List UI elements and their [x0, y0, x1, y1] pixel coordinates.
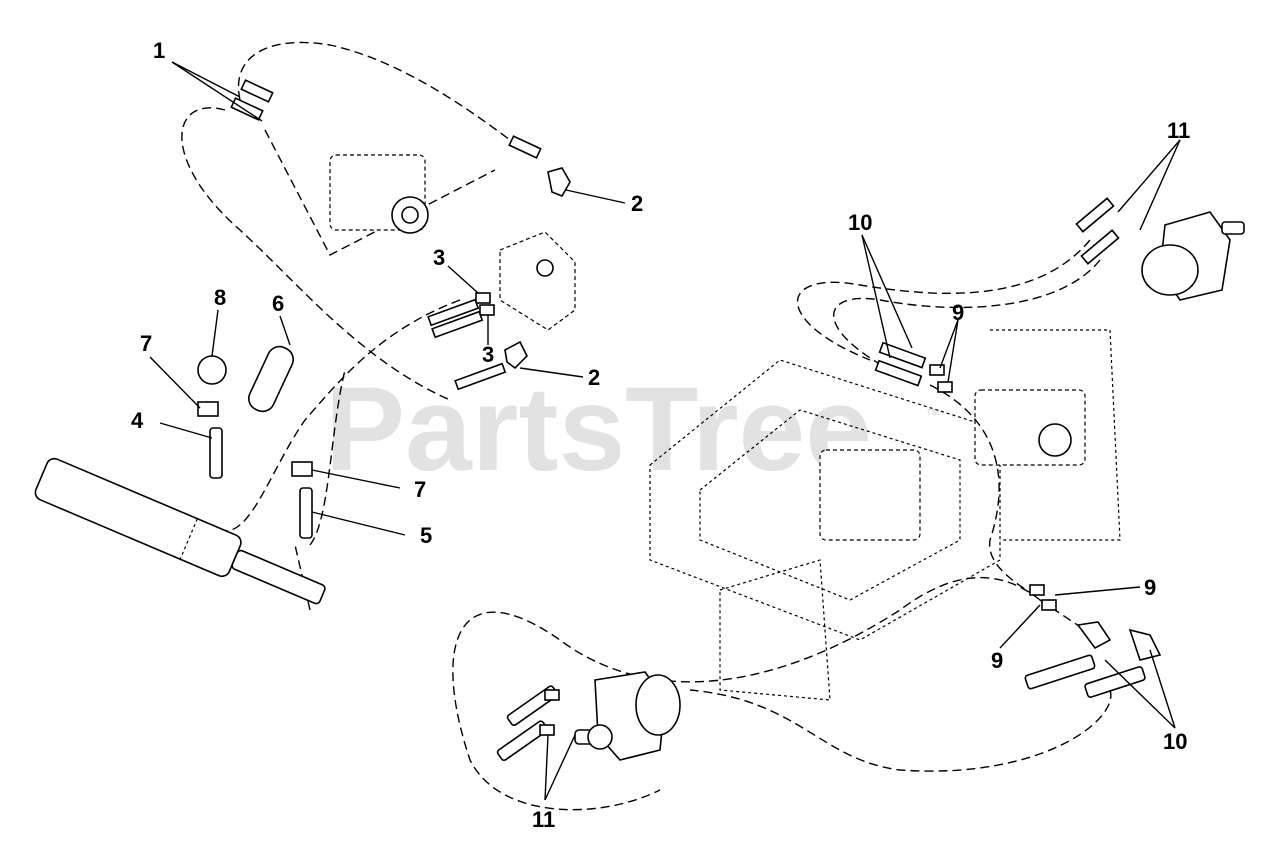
callout-9-upper: 9: [952, 300, 964, 325]
callout-7-right: 7: [414, 477, 426, 502]
valve-block: [499, 231, 576, 331]
callout-1: 1: [153, 38, 165, 63]
hose-end-10-b: [874, 359, 923, 387]
fitting-9-a: [929, 364, 945, 376]
hose-end-mid-2: [431, 310, 484, 339]
machine-frame: [649, 329, 1121, 701]
adapter-upper: [475, 292, 491, 304]
hose-end-lower: [230, 97, 264, 121]
callout-8: 8: [214, 285, 226, 310]
callout-7-left: 7: [140, 331, 152, 356]
adapter-lower: [479, 304, 495, 316]
callout-5: 5: [420, 523, 432, 548]
fitting-11-b: [539, 724, 555, 736]
upper-right-hose-assembly: [796, 197, 1245, 601]
hose-end-mid-1: [427, 298, 480, 327]
hose-end-10-d: [1084, 666, 1146, 698]
callout-10-lower: 10: [1163, 729, 1187, 754]
elbow-fitting-middle: [504, 340, 528, 370]
elbow-10-b: [1128, 628, 1162, 661]
watermark-trademark: ™: [925, 407, 941, 424]
watermark-text: PartsTree: [325, 362, 872, 496]
hose-end-upper: [240, 79, 274, 103]
fitting-9-b: [937, 381, 953, 393]
hydraulic-cylinder: [34, 457, 326, 605]
callout-11-upper: 11: [1167, 118, 1190, 143]
callout-2-top: 2: [631, 191, 643, 216]
fitting-11-a: [544, 689, 560, 701]
callout-3-lower: 3: [482, 342, 494, 367]
hose-4: [209, 427, 223, 479]
elbow-fitting-top: [547, 167, 571, 198]
hose-end-mid-3: [454, 362, 507, 391]
pump-body: [329, 154, 429, 234]
callout-3-upper: 3: [433, 245, 445, 270]
elbow-10-a: [1076, 621, 1112, 650]
callout-9-right: 9: [1144, 575, 1156, 600]
frame-pump-rear: [974, 389, 1086, 466]
fitting-7-left: [197, 401, 219, 417]
hose-end-right: [508, 135, 542, 159]
fitting-9-c: [1029, 584, 1045, 596]
callout-9-lower: 9: [991, 648, 1003, 673]
leader-lines: [149, 61, 1181, 801]
fitting-9-d: [1041, 599, 1057, 611]
hose-end-11-b: [1080, 229, 1120, 265]
callout-6: 6: [272, 291, 284, 316]
hose-end-10-a: [878, 341, 927, 369]
fitting-7-right: [291, 461, 313, 477]
frame-pump: [819, 449, 921, 541]
callout-11-lower: 11: [532, 807, 555, 832]
callout-4: 4: [131, 408, 144, 433]
callout-labels: 1 2 2 3 3 4 5 6 7 7 8 9 9 9 10 10 11 11: [131, 38, 1190, 832]
hose-end-11-a: [1075, 197, 1115, 233]
callout-2-middle: 2: [588, 365, 600, 390]
bottom-hose-assembly: [452, 576, 1162, 811]
wheel-motor-right: [1141, 211, 1245, 301]
wheel-motor-left: [574, 671, 681, 761]
hose-sleeve: [247, 345, 295, 413]
hose-clamp: [197, 355, 227, 385]
upper-left-hose-assembly: [34, 41, 576, 611]
hose-5: [299, 487, 313, 539]
callout-10-upper: 10: [848, 210, 872, 235]
hose-end-10-c: [1024, 654, 1096, 690]
